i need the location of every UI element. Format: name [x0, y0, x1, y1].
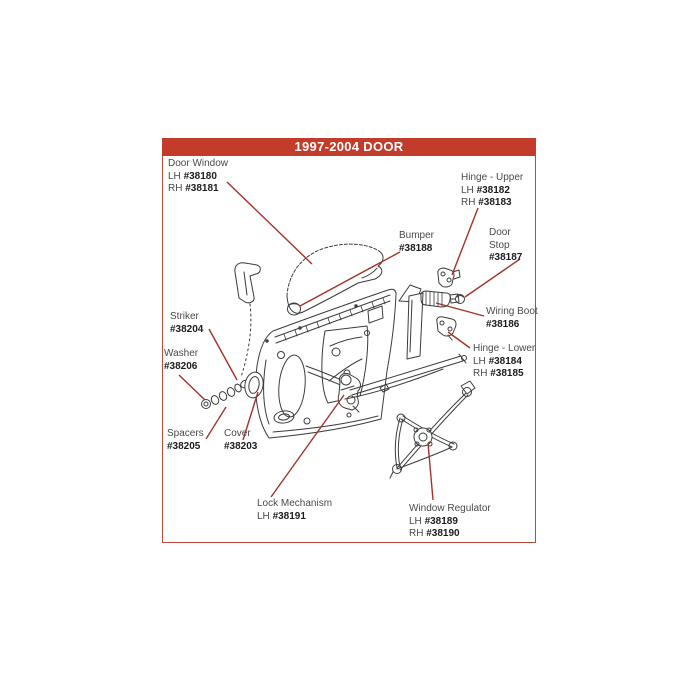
leader-striker [208, 328, 238, 381]
title-bar: 1997-2004 DOOR [162, 138, 536, 156]
hinge-upper-art [437, 267, 461, 288]
label-hinge-lower: Hinge - Lower LH #38184 RH #38185 [473, 343, 536, 379]
lock-mechanism-art [337, 373, 361, 418]
wiring-boot-art [420, 290, 460, 308]
bumper-art [287, 302, 301, 316]
label-washer: Washer #38206 [164, 348, 199, 372]
rods-art [344, 353, 467, 400]
label-window-regulator: Window Regulator LH #38189 RH #38190 [409, 503, 491, 539]
leader-hinge-upper [451, 207, 479, 276]
leader-door-window [226, 181, 313, 265]
label-door-stop: Door Stop #38187 [489, 227, 523, 263]
leader-lock-mechanism [270, 394, 345, 498]
label-lock-mechanism: Lock Mechanism LH #38191 [257, 498, 333, 522]
leader-lines [178, 181, 521, 501]
leader-cover [242, 391, 259, 441]
label-hinge-upper: Hinge - Upper LH #38182 RH #38183 [461, 172, 524, 208]
bracket-art [234, 262, 261, 378]
label-striker: Striker #38204 [170, 311, 204, 335]
label-wiring-boot: Wiring Boot #38186 [486, 306, 538, 330]
leader-wiring-boot [435, 302, 485, 317]
leader-washer [178, 374, 206, 401]
label-door-window: Door Window LH #38180 RH #38181 [168, 158, 229, 194]
door-stop-art [450, 294, 465, 304]
label-spacers: Spacers #38205 [167, 428, 204, 452]
diagram-frame: 1997-2004 DOOR [162, 138, 536, 543]
leader-window-regulator [427, 442, 434, 501]
cover-art [244, 371, 264, 399]
leader-bumper [299, 251, 401, 307]
label-bumper: Bumper #38188 [399, 230, 435, 254]
hinge-lower-art [436, 316, 457, 341]
hinge-pillar-art [398, 284, 424, 360]
leader-hinge-lower [447, 331, 471, 349]
page-title: 1997-2004 DOOR [294, 139, 404, 154]
leader-door-stop [464, 258, 521, 298]
window-regulator-art [379, 380, 476, 479]
door-shell-art [255, 288, 397, 439]
leader-spacers [205, 406, 227, 440]
label-cover: Cover #38203 [224, 428, 258, 452]
